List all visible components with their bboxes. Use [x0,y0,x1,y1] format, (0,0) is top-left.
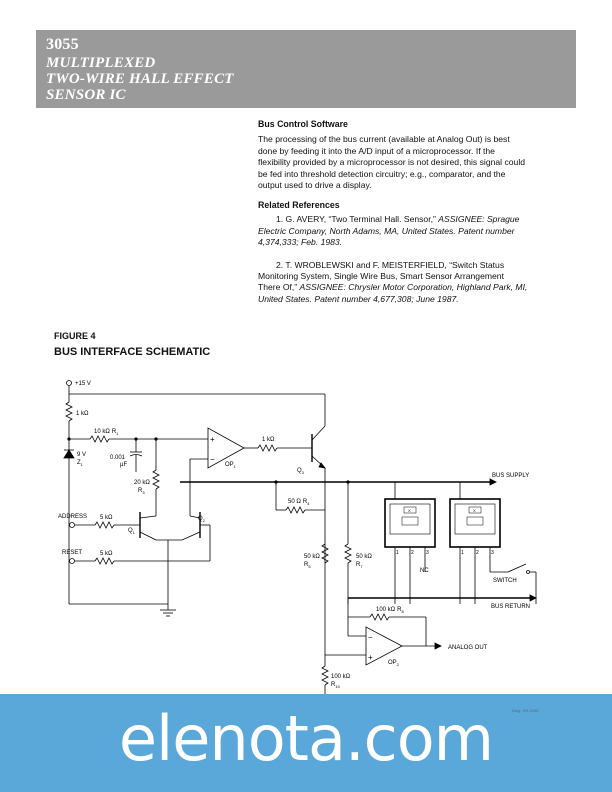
r3-ref: R3 [138,488,145,495]
s1-pin1: 1 [396,550,399,556]
watermark-banner: elenota.com [0,694,612,792]
chip-2-mark: X [473,508,476,513]
resistor-r5 [321,543,329,564]
r7-ref: R7 [356,562,363,569]
ref2-plain: There Of,” [258,282,300,293]
resistor-5k-a [94,521,115,529]
ref1-line: 4,374,333; Feb. 1983. [258,237,343,248]
ref2-italic: ASSIGNEE: Chrysler Motor Corporation, Hi… [299,282,528,293]
resistor-5k-b [94,557,115,565]
nc-label: NC [420,568,429,574]
zener-diode [63,449,75,459]
ref1-plain: 1. G. AVERY, “Two Terminal Hall. Sensor,… [276,214,439,225]
zener-voltage: 9 V [77,452,86,458]
bus-supply-label: BUS SUPPLY [492,473,529,479]
vcc-label: +15 V [75,381,91,387]
title-line-1: MULTIPLEXED [46,55,156,71]
s2-pin3: 3 [491,550,494,556]
r10-ref: R10 [331,682,341,689]
r3-value: 20 kΩ [134,480,150,486]
resistor-r7 [344,543,352,564]
chip-1-mark: X [408,508,411,513]
ref2-line: 2. T. WROBLEWSKI and F. MEISTERFIELD, “S… [276,259,505,270]
r5-value: 50 kΩ [304,554,320,560]
watermark-logo: elenota.com [118,702,494,775]
op1-plus: + [210,435,215,444]
op1-ref: OP1 [225,462,237,469]
bus-control-heading: Bus Control Software [258,119,348,129]
s1-pin2: 2 [411,550,414,556]
hall-sensor-2 [449,498,501,548]
bus-return-label: BUS RETURN [491,604,530,610]
reset-label: RESET [62,550,82,556]
bus-control-section: Bus Control Software The processing of t… [258,119,576,191]
resistor-r4 [285,506,306,514]
reset-terminal [69,558,75,564]
r7-value: 50 kΩ [356,554,372,560]
ref2-line: Monitoring System, Single Wire Bus, Smar… [258,271,504,282]
q2-ref: Q2 [198,516,206,523]
r10-value: 100 kΩ [331,674,351,680]
ref2-line: There Of,” ASSIGNEE: Chrysler Motor Corp… [258,282,576,293]
bus-control-line: done by feeding it into the A/D input of… [258,145,495,156]
r-1k-mid-label: 1 kΩ [262,437,275,443]
zener-ref: Z1 [77,460,84,467]
bus-control-line: output used to drive a display. [258,180,372,191]
resistor-r1 [89,435,110,443]
r-5k-a-label: 5 kΩ [100,515,113,521]
cap-value: 0.001 [110,455,126,461]
s2-pin1: 1 [461,550,464,556]
switch-label: SWITCH [493,578,517,584]
ref1-line: Electric Company, North Adams, MA, Unite… [258,225,515,236]
header-bar: 3055 MULTIPLEXED TWO-WIRE HALL EFFECT SE… [36,30,576,108]
bus-control-line: The processing of the bus current (avail… [258,134,510,145]
r-1k-top-label: 1 kΩ [76,411,89,417]
op-amp-1 [207,427,245,469]
bus-control-line: be fed into threshold detection circuitr… [258,168,506,179]
switch-symbol [507,563,527,573]
references-heading: Related References [258,200,340,210]
figure-label: FIGURE 4 [54,331,96,341]
references-section: Related References 1. G. AVERY, “Two Ter… [258,200,576,305]
title-line-3: SENSOR IC [46,87,126,103]
ref1-line: 1. G. AVERY, “Two Terminal Hall. Sensor,… [258,214,576,225]
figure-title: BUS INTERFACE SCHEMATIC [54,346,211,358]
title-line-2: TWO-WIRE HALL EFFECT [46,71,234,87]
r5-ref: R5 [304,562,311,569]
drawing-number: Dwg. GH-0095 [512,708,539,713]
address-terminal [69,522,75,528]
op2-ref: OP2 [388,660,400,667]
ref2-line: United States. Patent number 4,677,308; … [258,293,459,304]
ref1-italic: ASSIGNEE: Sprague [438,214,520,225]
hall-sensor-1 [384,498,436,548]
resistor-1k-top [65,401,73,422]
s1-pin3: 3 [426,550,429,556]
op1-minus: − [210,455,215,464]
resistor-r3 [152,469,160,490]
analog-out-label: ANALOG OUT [448,645,488,651]
q1-ref: Q1 [128,528,136,535]
r-5k-b-label: 5 kΩ [100,551,113,557]
op-amp-2 [365,626,403,666]
s2-pin2: 2 [476,550,479,556]
resistor-1k-mid [257,444,278,452]
part-number: 3055 [46,36,79,53]
cap-unit: µF [120,462,127,468]
op2-minus: − [368,633,373,642]
resistor-r10 [321,665,329,686]
resistor-r8 [369,613,390,621]
address-label: ADDRESS [58,514,87,520]
bus-control-line: flexibility provided by a microprocessor… [258,157,526,168]
q3-ref: Q3 [297,468,305,475]
op2-plus: + [368,653,373,662]
vcc-terminal [66,380,72,386]
